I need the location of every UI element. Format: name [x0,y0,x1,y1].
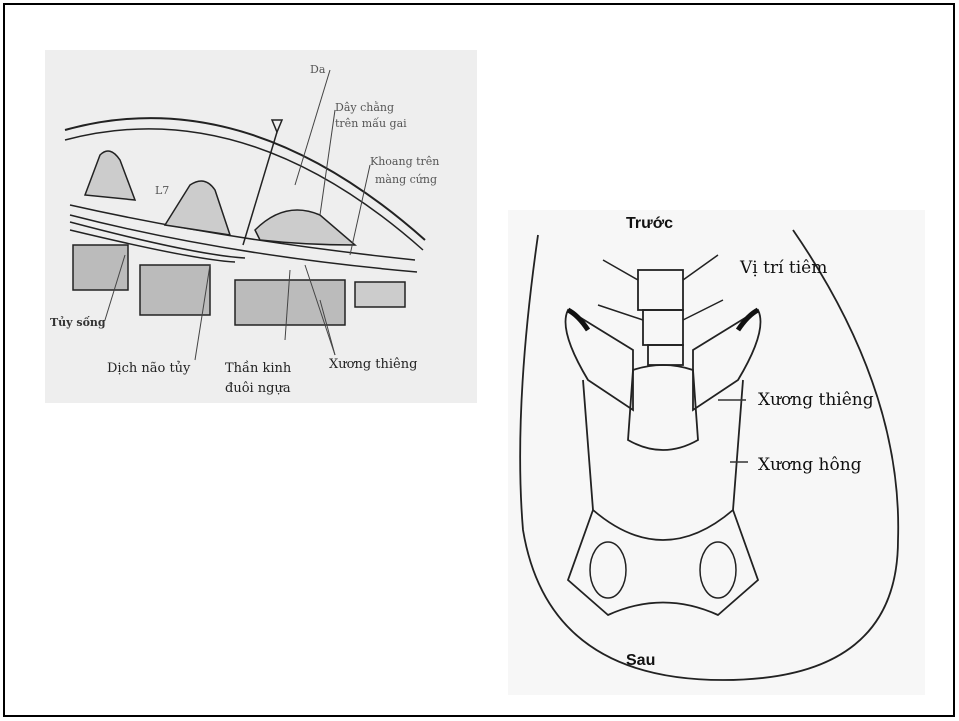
label-truoc: Trước [626,216,673,232]
label-than-kinh-line2: đuôi ngựa [225,382,291,395]
label-day-chang-line2: trên mấu gai [335,118,407,129]
label-sau: Sau [626,653,655,669]
label-xuong-thieng-right: Xương thiêng [758,392,874,409]
label-xuong-hong: Xương hông [758,457,862,474]
pelvis-drawing [508,210,925,695]
label-khoang-line2: màng cứng [375,174,437,185]
label-xuong-thieng-left: Xương thiêng [329,358,417,371]
pelvis-diagram: Trước Vị trí tiêm Xương thiêng Xương hôn… [508,210,925,695]
label-dich-nao-tuy: Dịch não tủy [107,362,190,375]
label-khoang-line1: Khoang trên [370,156,439,167]
sagittal-drawing [45,50,477,403]
label-l7: L7 [155,185,169,196]
label-than-kinh-line1: Thần kinh [225,362,291,375]
label-tuy-song: Tủy sống [50,317,106,328]
label-vi-tri-tiem: Vị trí tiêm [740,260,827,277]
label-da: Da [310,64,325,75]
sagittal-section-diagram: Da Dây chằng trên mấu gai Khoang trên mà… [45,50,477,403]
label-day-chang-line1: Dây chằng [335,102,394,113]
